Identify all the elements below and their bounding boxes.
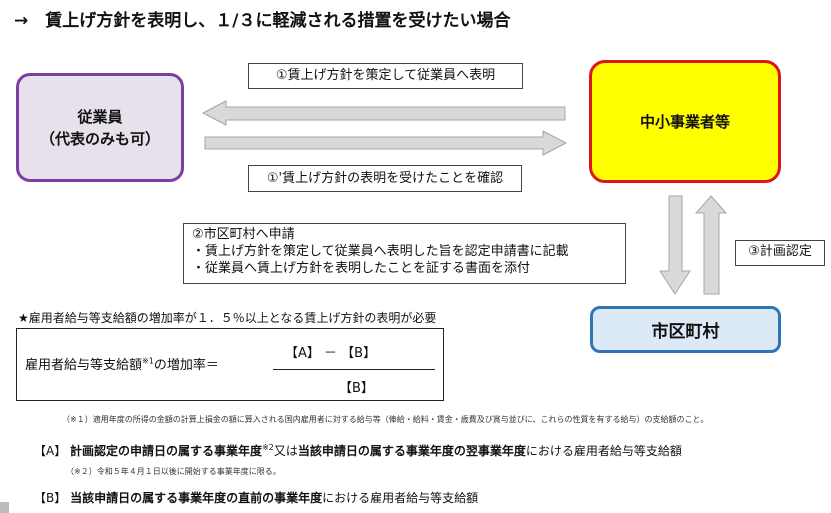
definition-a-tag: 【A】 bbox=[34, 444, 67, 458]
formula-lhs-prefix: 雇用者給与等支給額 bbox=[25, 358, 143, 373]
formula-numerator: 【A】 － 【B】 bbox=[285, 346, 377, 361]
definition-b-tail: における雇用者給与等支給額 bbox=[322, 491, 479, 505]
definition-b-bold: 当該申請日の属する事業年度の直前の事業年度 bbox=[70, 491, 323, 505]
employee-node: 従業員 （代表のみも可） bbox=[16, 73, 184, 182]
arrow-city-to-sme bbox=[694, 195, 728, 295]
definition-b-tag: 【B】 bbox=[34, 491, 67, 505]
definition-a-sup: ※2 bbox=[262, 443, 274, 452]
plan-approval-label: ③計画認定 bbox=[735, 240, 825, 266]
formula-denominator: 【B】 bbox=[339, 381, 374, 396]
scroll-marker bbox=[0, 502, 9, 513]
apply-box: ②市区町村へ申請 ・賃上げ方針を策定して従業員へ表明した旨を認定申請書に記載 ・… bbox=[183, 223, 626, 284]
definition-a: 【A】 計画認定の申請日の属する事業年度※2又は当該申請日の属する事業年度の翌事… bbox=[34, 442, 682, 459]
requirement-note: ★雇用者給与等支給額の増加率が１．５％以上となる賃上げ方針の表明が必要 bbox=[18, 311, 437, 325]
arrow-employee-to-sme bbox=[204, 130, 568, 156]
page-title: → 賃上げ方針を表明し、１/３に軽減される措置を受けたい場合 bbox=[14, 11, 511, 31]
formula-lhs-suffix: の増加率＝ bbox=[153, 358, 219, 373]
step1-prime-label: ①'賃上げ方針の表明を受けたことを確認 bbox=[248, 165, 522, 192]
apply-item-2: ・従業員へ賃上げ方針を表明したことを証する書面を添付 bbox=[192, 261, 531, 276]
footnote-1: （※１）適用年度の所得の金額の計算上損金の額に算入される国内雇用者に対する給与等… bbox=[62, 415, 709, 424]
city-label: 市区町村 bbox=[651, 322, 720, 342]
formula-lhs: 雇用者給与等支給額※1の増加率＝ bbox=[25, 354, 219, 373]
definition-a-bold1: 計画認定の申請日の属する事業年度 bbox=[70, 444, 263, 458]
sme-node: 中小事業者等 bbox=[589, 60, 781, 183]
definition-a-bold2: 当該申請日の属する事業年度の翌事業年度 bbox=[297, 444, 526, 458]
employee-label: 従業員 bbox=[77, 107, 123, 126]
employee-sublabel: （代表のみも可） bbox=[39, 129, 160, 148]
formula-box: 雇用者給与等支給額※1の増加率＝ 【A】 － 【B】 【B】 bbox=[16, 328, 444, 401]
fraction-bar bbox=[273, 369, 435, 370]
definition-a-tail: における雇用者給与等支給額 bbox=[525, 444, 682, 458]
footnote-2: （※２）令和５年４月１日以後に開始する事業年度に限る。 bbox=[66, 467, 281, 476]
apply-item-1: ・賃上げ方針を策定して従業員へ表明した旨を認定申請書に記載 bbox=[192, 244, 569, 259]
apply-heading: ②市区町村へ申請 bbox=[192, 227, 295, 242]
city-node: 市区町村 bbox=[590, 306, 781, 353]
arrow-sme-to-employee bbox=[201, 100, 566, 126]
definition-b: 【B】 当該申請日の属する事業年度の直前の事業年度における雇用者給与等支給額 bbox=[34, 489, 478, 506]
sme-label: 中小事業者等 bbox=[639, 113, 730, 131]
formula-lhs-sup: ※1 bbox=[142, 356, 154, 366]
definition-a-mid: 又は bbox=[273, 444, 298, 458]
step1-label: ①賃上げ方針を策定して従業員へ表明 bbox=[248, 63, 523, 89]
arrow-sme-to-city bbox=[659, 195, 691, 295]
